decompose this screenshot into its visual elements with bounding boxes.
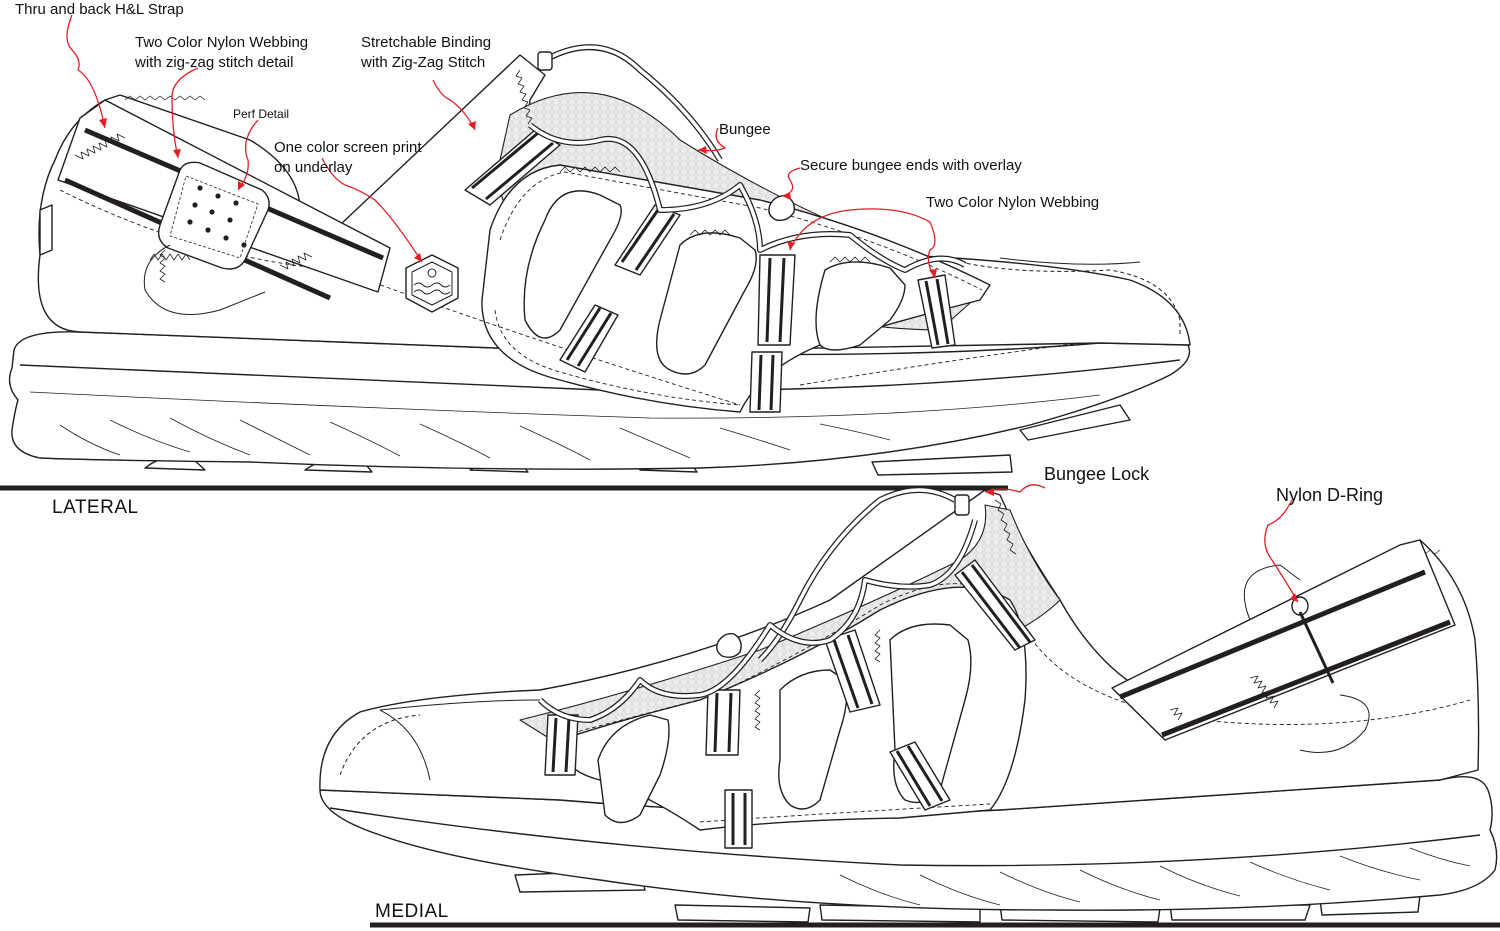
callout-leader-lines xyxy=(66,14,1299,603)
callout-strap: Thru and back H&L Strap xyxy=(15,1,184,18)
callout-screen-print-line2: on underlay xyxy=(274,159,353,176)
callout-webbing-zigzag-line2: with zig-zag stitch detail xyxy=(135,54,294,71)
callout-bungee: Bungee xyxy=(719,121,771,138)
medial-bungee-end-overlay-icon xyxy=(715,632,742,659)
callout-webbing: Two Color Nylon Webbing xyxy=(926,194,1100,211)
callout-screen-print: One color screen print on underlay xyxy=(274,138,422,178)
callout-webbing-zigzag-line1: Two Color Nylon Webbing xyxy=(135,34,309,51)
lateral-bungee-lock-icon xyxy=(537,51,553,71)
callout-perf: Perf Detail xyxy=(233,107,290,121)
lateral-zigzag-trim xyxy=(124,69,871,263)
callout-binding: Stretchable Binding with Zig-Zag Stitch xyxy=(361,33,491,73)
callout-binding-line2: with Zig-Zag Stitch xyxy=(361,54,486,71)
medial-bungee xyxy=(537,487,978,723)
perf-holes xyxy=(187,185,247,248)
callout-bungee-lock: Bungee Lock xyxy=(1044,464,1150,484)
medial-shoe-drawing xyxy=(319,487,1500,928)
medial-webbing-loops xyxy=(544,559,1036,849)
lateral-shoe-drawing xyxy=(0,44,1191,491)
medial-bungee-lock-icon xyxy=(954,494,970,516)
leader-arrowheads xyxy=(99,118,1298,602)
view-label-medial: MEDIAL xyxy=(375,901,449,922)
lateral-strap xyxy=(57,99,391,301)
screen-print-logo-icon xyxy=(405,254,459,313)
view-label-lateral: LATERAL xyxy=(52,497,139,518)
lateral-bungee xyxy=(528,44,967,273)
lateral-windows xyxy=(523,190,906,375)
lateral-bungee-end-overlay-icon xyxy=(768,195,795,222)
callout-bungee-ends: Secure bungee ends with overlay xyxy=(800,157,1022,174)
callout-d-ring: Nylon D-Ring xyxy=(1276,485,1384,505)
lateral-midsole xyxy=(8,331,1191,470)
callout-webbing-zigzag: Two Color Nylon Webbing with zig-zag sti… xyxy=(135,33,308,73)
callout-screen-print-line1: One color screen print xyxy=(274,139,422,156)
medial-strap xyxy=(1111,539,1456,741)
callout-binding-line1: Stretchable Binding xyxy=(361,34,492,51)
lateral-webbing-loops xyxy=(464,129,956,413)
